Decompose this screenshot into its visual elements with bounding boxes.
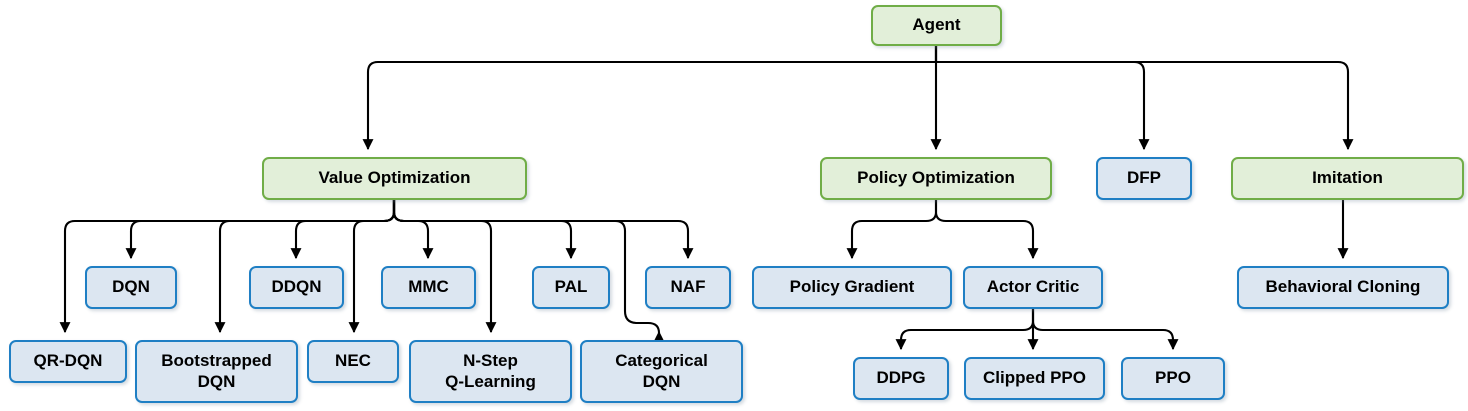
edge-value-optimization-to-ddqn [290, 200, 396, 260]
node-label-qr_dqn: QR-DQN [33, 351, 103, 371]
node-label-ppo: PPO [1155, 368, 1191, 388]
node-nec[interactable]: NEC [307, 340, 399, 383]
node-clipped_ppo[interactable]: Clipped PPO [964, 357, 1105, 400]
node-naf[interactable]: NAF [645, 266, 731, 309]
node-behavioral_cloning[interactable]: Behavioral Cloning [1237, 266, 1449, 309]
edge-policy-optimization-to-policy-gradient [846, 200, 938, 260]
node-label-ddqn: DDQN [271, 277, 322, 297]
node-label-categorical_dqn: Categorical DQN [615, 350, 708, 391]
node-n_step_q_learning[interactable]: N-Step Q-Learning [409, 340, 572, 403]
node-qr_dqn[interactable]: QR-DQN [9, 340, 127, 383]
edge-actor-critic-to-ddpg [895, 309, 1035, 351]
edge-policy-optimization-to-actor-critic [934, 200, 1039, 260]
node-imitation[interactable]: Imitation [1231, 157, 1464, 200]
edge-value-optimization-to-naf [392, 200, 694, 260]
node-label-n_step_q_learning: N-Step Q-Learning [445, 350, 536, 391]
edge-value-optimization-to-dqn [125, 200, 396, 260]
node-dfp[interactable]: DFP [1096, 157, 1192, 200]
node-agent[interactable]: Agent [871, 5, 1002, 46]
node-ddpg[interactable]: DDPG [853, 357, 949, 400]
node-label-agent: Agent [912, 15, 961, 35]
node-label-mmc: MMC [408, 277, 449, 297]
node-label-clipped_ppo: Clipped PPO [983, 368, 1086, 388]
edge-agent-to-imitation [934, 46, 1354, 151]
node-label-dqn: DQN [112, 277, 150, 297]
node-label-nec: NEC [335, 351, 371, 371]
node-ddqn[interactable]: DDQN [249, 266, 344, 309]
node-bootstrapped_dqn[interactable]: Bootstrapped DQN [135, 340, 298, 403]
edge-value-optimization-to-mmc [392, 200, 434, 260]
node-pal[interactable]: PAL [532, 266, 610, 309]
node-label-bootstrapped_dqn: Bootstrapped DQN [161, 350, 272, 391]
node-label-dfp: DFP [1127, 168, 1161, 188]
node-policy_optimization[interactable]: Policy Optimization [820, 157, 1052, 200]
edge-agent-to-dfp [934, 46, 1150, 151]
node-label-pal: PAL [554, 277, 588, 297]
node-value_optimization[interactable]: Value Optimization [262, 157, 527, 200]
node-label-actor_critic: Actor Critic [986, 277, 1080, 297]
node-label-naf: NAF [670, 277, 706, 297]
node-dqn[interactable]: DQN [85, 266, 177, 309]
node-mmc[interactable]: MMC [381, 266, 476, 309]
node-categorical_dqn[interactable]: Categorical DQN [580, 340, 743, 403]
node-label-imitation: Imitation [1312, 168, 1383, 188]
node-label-ddpg: DDPG [876, 368, 926, 388]
node-label-value_optimization: Value Optimization [318, 168, 471, 188]
edge-agent-to-value-optimization [362, 46, 938, 151]
node-ppo[interactable]: PPO [1121, 357, 1225, 400]
node-label-behavioral_cloning: Behavioral Cloning [1265, 277, 1421, 297]
node-policy_gradient[interactable]: Policy Gradient [752, 266, 952, 309]
node-label-policy_optimization: Policy Optimization [857, 168, 1015, 188]
edge-value-optimization-to-pal [392, 200, 577, 260]
node-actor_critic[interactable]: Actor Critic [963, 266, 1103, 309]
edge-actor-critic-to-ppo [1031, 309, 1179, 351]
node-label-policy_gradient: Policy Gradient [789, 277, 915, 297]
